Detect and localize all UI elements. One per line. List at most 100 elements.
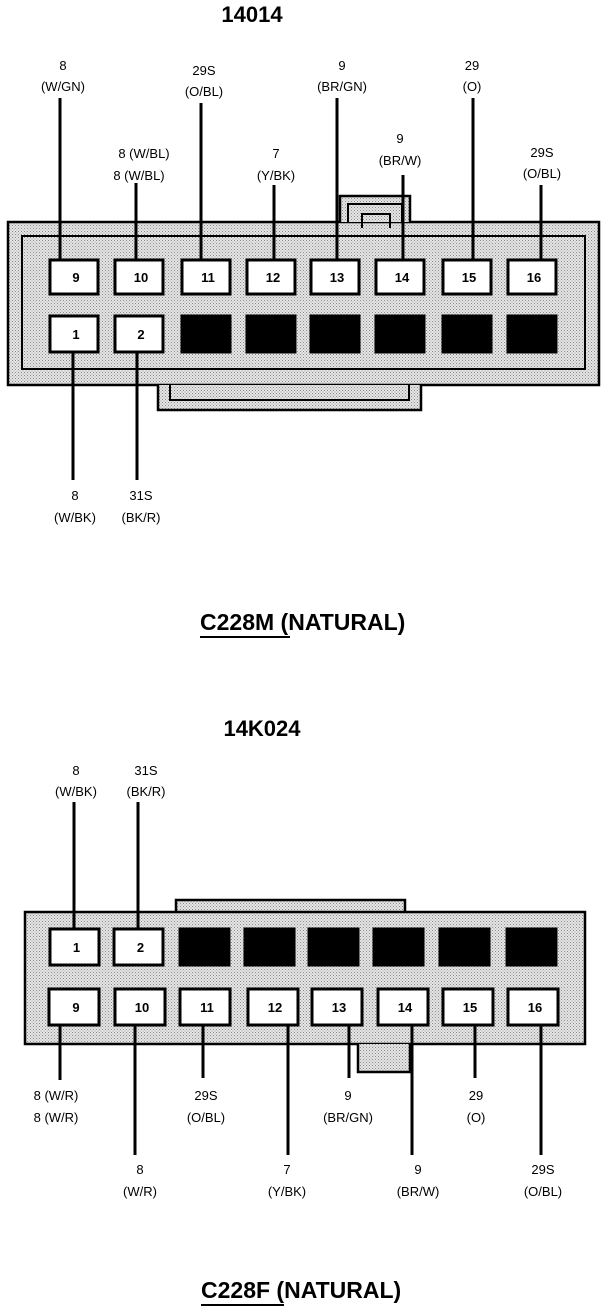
pin-cavity <box>374 314 426 354</box>
bottom-caption: C228F (NATURAL) <box>201 1277 401 1303</box>
top-connector-housing <box>6 194 601 412</box>
label-p12-b: (Y/BK) <box>257 168 295 183</box>
bottom-pin-15: 15 <box>441 987 495 1027</box>
bottom-pin-6: 6 <box>372 927 425 967</box>
label-b-p9-a: 8 (W/R) <box>34 1088 79 1103</box>
top-pin-10: 10 <box>113 258 165 296</box>
pin-number: 2 <box>137 940 144 955</box>
label-p16-b: (O/BL) <box>523 166 561 181</box>
bottom-wire-leads <box>58 802 543 1155</box>
pin-number: 2 <box>137 327 144 342</box>
pin-cavity <box>178 987 232 1027</box>
label-b-p13-b: (BR/GN) <box>323 1110 373 1125</box>
pin-number: 10 <box>134 270 148 285</box>
pin-cavity <box>374 258 426 296</box>
pin-number: 1 <box>73 940 80 955</box>
top-pin-4: 4 <box>245 314 297 354</box>
pin-cavity <box>441 258 493 296</box>
bottom-pin-8: 8 <box>505 927 558 967</box>
label-b-p1-b: (W/BK) <box>55 784 97 799</box>
label-p14-b: (BR/W) <box>379 153 422 168</box>
top-pin-12: 12 <box>245 258 297 296</box>
bottom-pin-13: 13 <box>310 987 364 1027</box>
bottom-pin-4: 4 <box>243 927 296 967</box>
pin-number: 7 <box>465 327 472 342</box>
bottom-caption-rest: (NATURAL) <box>270 1277 401 1303</box>
pin-cavity <box>372 927 425 967</box>
bottom-pin-9: 9 <box>47 987 101 1027</box>
bottom-pin-11: 11 <box>178 987 232 1027</box>
label-b-p12-b: (Y/BK) <box>268 1184 306 1199</box>
pin-cavity <box>48 927 101 967</box>
label-p15-a: 29 <box>465 58 479 73</box>
pin-number: 16 <box>527 270 541 285</box>
top-caption-code: C228M <box>200 609 274 635</box>
pin-cavity <box>112 927 165 967</box>
pin-cavity <box>113 987 167 1027</box>
pin-cavity <box>441 987 495 1027</box>
pin-number: 6 <box>397 940 404 955</box>
top-pin-9: 9 <box>48 258 100 296</box>
pin-cavity <box>243 927 296 967</box>
label-b-p10-a: 8 <box>136 1162 143 1177</box>
bottom-pin-10: 10 <box>113 987 167 1027</box>
top-pin-5: 5 <box>309 314 361 354</box>
pin-cavity <box>376 987 430 1027</box>
pin-cavity <box>506 258 558 296</box>
pin-cavity <box>113 314 165 354</box>
label-b-p14-a: 9 <box>414 1162 421 1177</box>
pin-cavity <box>309 258 361 296</box>
pin-cavity <box>309 314 361 354</box>
pin-cavity <box>506 987 560 1027</box>
pin-number: 5 <box>332 940 339 955</box>
pin-cavity <box>506 314 558 354</box>
pin-number: 11 <box>201 270 215 285</box>
label-b-p2-a: 31S <box>134 763 157 778</box>
label-p2-a: 31S <box>129 488 152 503</box>
label-p16-a: 29S <box>530 145 553 160</box>
bottom-pin-3: 3 <box>178 927 231 967</box>
top-pin-14: 14 <box>374 258 426 296</box>
pin-number: 6 <box>398 327 405 342</box>
pin-number: 11 <box>200 1000 214 1015</box>
pin-number: 14 <box>398 1000 413 1015</box>
label-b-p15-b: (O) <box>467 1110 486 1125</box>
pin-cavity <box>113 258 165 296</box>
pin-number: 7 <box>463 940 470 955</box>
pin-number: 8 <box>530 327 537 342</box>
top-pin-8: 8 <box>506 314 558 354</box>
pin-cavity <box>180 314 232 354</box>
label-p13-a: 9 <box>338 58 345 73</box>
label-p11-b: (O/BL) <box>185 84 223 99</box>
label-p10-a: 8 (W/BL) <box>118 146 169 161</box>
top-pin-15: 15 <box>441 258 493 296</box>
label-p15-b: (O) <box>463 79 482 94</box>
top-pin-6: 6 <box>374 314 426 354</box>
bottom-pin-2: 2 <box>112 927 165 967</box>
pin-cavity <box>178 927 231 967</box>
pin-cavity <box>307 927 360 967</box>
pin-number: 13 <box>330 270 344 285</box>
pin-number: 9 <box>72 270 79 285</box>
label-b-p15-a: 29 <box>469 1088 483 1103</box>
pin-number: 4 <box>268 940 276 955</box>
label-b-p12-a: 7 <box>283 1162 290 1177</box>
label-p1-a: 8 <box>71 488 78 503</box>
bottom-caption-code: C228F <box>201 1277 270 1303</box>
label-b-p16-b: (O/BL) <box>524 1184 562 1199</box>
pin-number: 16 <box>528 1000 542 1015</box>
label-p14-a: 9 <box>396 131 403 146</box>
pin-number: 15 <box>462 270 476 285</box>
pin-number: 4 <box>269 327 277 342</box>
top-pin-2: 2 <box>113 314 165 354</box>
bottom-pin-16: 16 <box>506 987 560 1027</box>
top-wire-labels: 8 (W/GN) 8 (W/BL) 8 (W/BL) 29S (O/BL) 7 … <box>41 58 561 525</box>
label-b-p9-b: 8 (W/R) <box>34 1110 79 1125</box>
pin-cavity <box>180 258 232 296</box>
pin-cavity <box>245 258 297 296</box>
top-pin-7: 7 <box>441 314 493 354</box>
label-b-p11-a: 29S <box>194 1088 217 1103</box>
label-p11-a: 29S <box>192 63 215 78</box>
